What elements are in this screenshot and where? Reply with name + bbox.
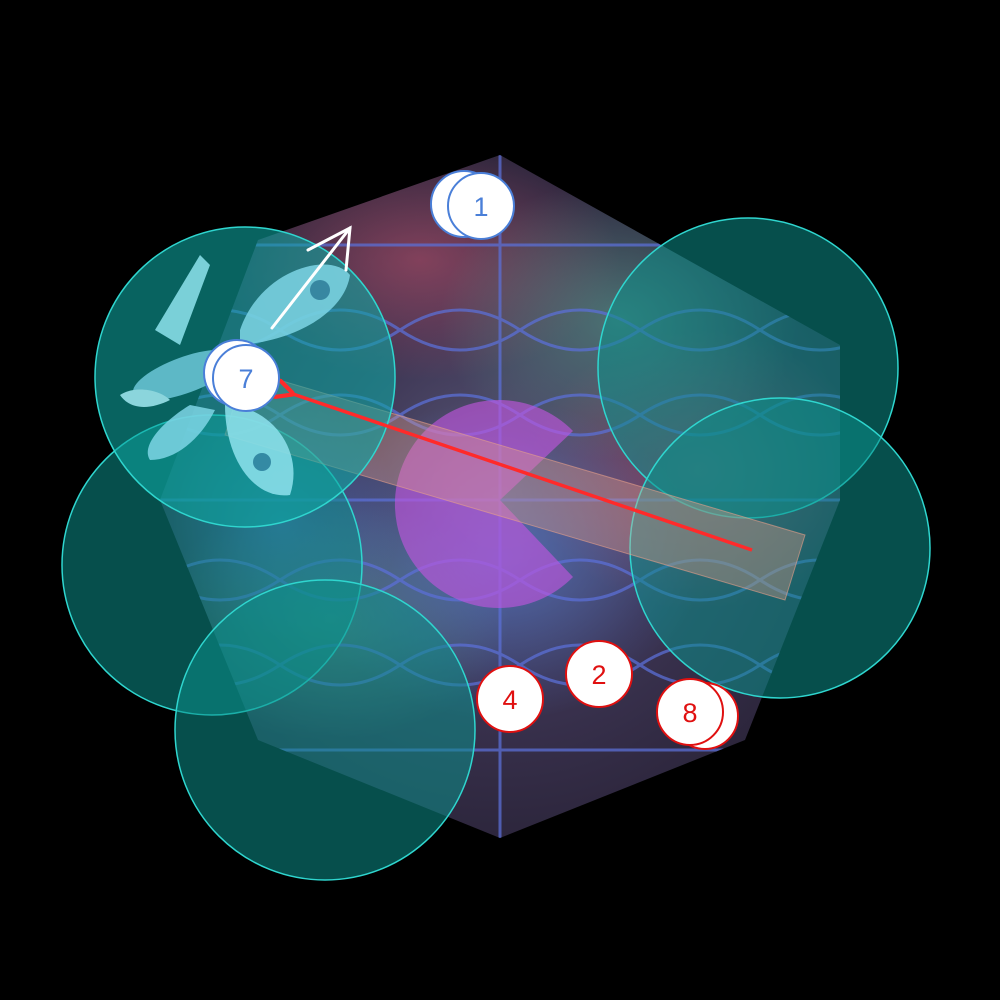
- aura-bottom-left[interactable]: [174, 579, 476, 881]
- token-1[interactable]: 1: [430, 170, 515, 240]
- distance-ruler: [290, 393, 753, 552]
- token-4[interactable]: 4: [476, 665, 544, 733]
- token-8-label: 8: [682, 698, 697, 728]
- aura-right[interactable]: [629, 397, 931, 699]
- movement-arrow: [270, 225, 352, 330]
- token-2[interactable]: 2: [565, 640, 633, 708]
- cone-template[interactable]: [394, 400, 573, 609]
- token-2-label: 2: [591, 660, 606, 690]
- token-4-label: 4: [502, 685, 517, 715]
- token-8[interactable]: 8: [656, 678, 739, 750]
- token-1-label: 1: [473, 192, 488, 222]
- token-7[interactable]: 7: [203, 339, 280, 412]
- token-7-label: 7: [238, 364, 253, 394]
